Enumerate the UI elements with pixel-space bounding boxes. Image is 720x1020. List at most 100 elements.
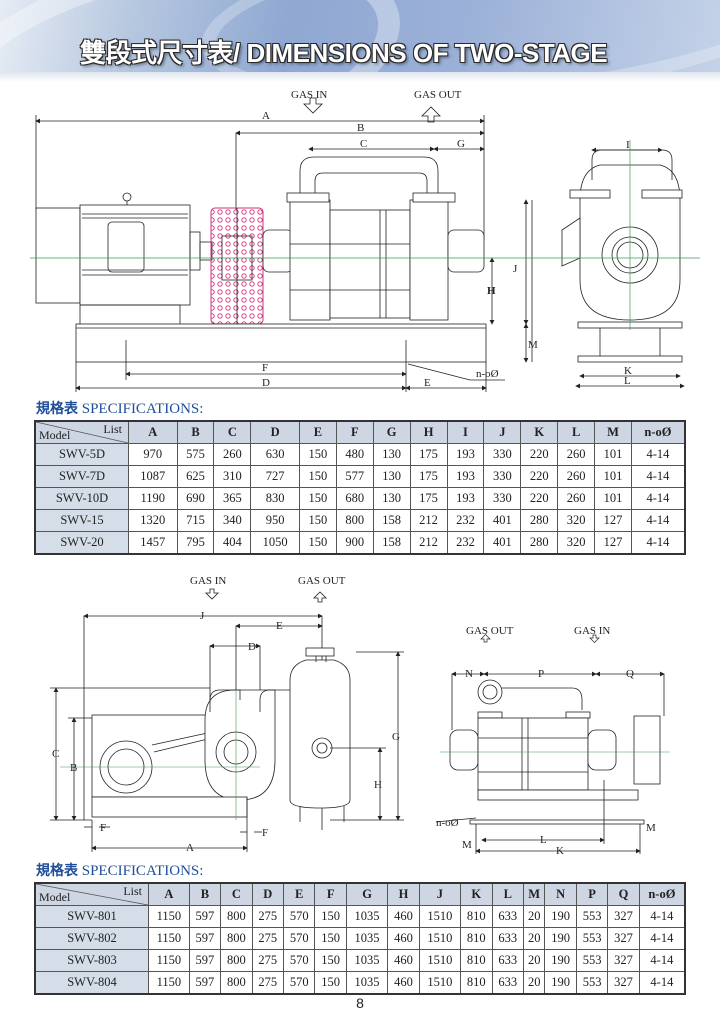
model-cell: SWV-20 xyxy=(34,531,129,555)
column-header-d: D xyxy=(250,420,300,444)
value-cell: 275 xyxy=(251,927,284,950)
column-header-j: J xyxy=(483,420,522,444)
value-cell: 1150 xyxy=(148,905,190,928)
model-cell: SWV-802 xyxy=(34,927,149,950)
gas-out-label: GAS OUT xyxy=(414,89,462,101)
value-cell: 190 xyxy=(544,971,577,995)
value-cell: 232 xyxy=(446,509,485,532)
gas-out-arrow-icon xyxy=(313,591,327,603)
column-header-k: K xyxy=(520,420,559,444)
value-cell: 800 xyxy=(335,509,374,532)
value-cell: 553 xyxy=(575,949,609,972)
value-cell: 127 xyxy=(594,509,632,532)
value-cell: 212 xyxy=(409,509,448,532)
value-cell: 570 xyxy=(282,905,316,928)
gas-in-arrow-icon xyxy=(303,97,323,114)
column-header-n: N xyxy=(544,882,577,906)
value-cell: 1190 xyxy=(128,487,178,510)
column-header-j: J xyxy=(418,882,462,906)
value-cell: 150 xyxy=(314,927,347,950)
diagonal-divider xyxy=(36,884,148,905)
column-header-n-o-: n-oØ xyxy=(630,420,686,444)
value-cell: 1050 xyxy=(250,531,300,555)
model-cell: SWV-10D xyxy=(34,487,129,510)
drawing-two-stage-800-series: GAS IN GAS OUT J E D C B G H F F A GAS O… xyxy=(0,565,720,855)
pump-end-view xyxy=(561,149,683,363)
value-cell: 800 xyxy=(220,971,253,995)
dim-label-c: C xyxy=(360,138,367,150)
drawing-two-stage-d-series: GAS IN GAS OUT A B C G H J M F D E I K L… xyxy=(0,82,720,392)
separator-tank xyxy=(289,647,351,822)
dim-label-n: N xyxy=(465,668,473,680)
value-cell: 633 xyxy=(491,927,524,950)
value-cell: 327 xyxy=(607,905,640,928)
column-header-n-o-: n-oØ xyxy=(638,882,686,906)
pump-drawing xyxy=(262,156,485,321)
value-cell: 404 xyxy=(213,531,252,555)
coupling-guard xyxy=(210,207,264,325)
value-cell: 220 xyxy=(520,443,559,466)
column-header-e: E xyxy=(298,420,337,444)
value-cell: 20 xyxy=(522,905,546,928)
column-header-g: G xyxy=(372,420,411,444)
page-number: 8 xyxy=(356,995,364,1011)
value-cell: 1035 xyxy=(345,949,389,972)
dim-label-q: Q xyxy=(626,668,634,680)
dim-label-m-left: M xyxy=(462,839,472,851)
dim-label-k: K xyxy=(624,365,632,377)
spec-title-en: SPECIFICATIONS: xyxy=(81,863,204,879)
dim-label-l: L xyxy=(624,375,631,387)
value-cell: 130 xyxy=(372,487,411,510)
column-header-h: H xyxy=(409,420,448,444)
value-cell: 1087 xyxy=(128,465,178,488)
gas-in-label: GAS IN xyxy=(291,89,327,101)
page-title: 雙段式尺寸表/ DIMENSIONS OF TWO-STAGE xyxy=(80,38,608,68)
value-cell: 365 xyxy=(213,487,252,510)
value-cell: 795 xyxy=(176,531,215,555)
value-cell: 800 xyxy=(220,949,253,972)
value-cell: 320 xyxy=(557,509,596,532)
value-cell: 175 xyxy=(409,487,448,510)
gas-out-arrow-icon xyxy=(480,634,491,643)
value-cell: 401 xyxy=(483,531,522,555)
corner-header: List Model xyxy=(34,882,149,906)
dim-label-m: M xyxy=(528,339,538,351)
value-cell: 1035 xyxy=(345,905,389,928)
value-cell: 460 xyxy=(387,905,420,928)
value-cell: 175 xyxy=(409,443,448,466)
value-cell: 330 xyxy=(483,443,522,466)
value-cell: 1320 xyxy=(128,509,178,532)
dim-label-g: G xyxy=(392,731,400,743)
dim-label-j: J xyxy=(513,263,518,275)
dim-label-h: H xyxy=(374,779,382,791)
column-header-e: E xyxy=(282,882,316,906)
value-cell: 1150 xyxy=(148,971,190,995)
value-cell: 1150 xyxy=(148,949,190,972)
dim-label-j: J xyxy=(200,610,205,622)
dim-label-m-right: M xyxy=(646,822,656,834)
value-cell: 460 xyxy=(387,949,420,972)
value-cell: 4-14 xyxy=(638,905,686,928)
value-cell: 625 xyxy=(176,465,215,488)
value-cell: 480 xyxy=(335,443,374,466)
value-cell: 597 xyxy=(188,927,222,950)
value-cell: 690 xyxy=(176,487,215,510)
value-cell: 130 xyxy=(372,443,411,466)
corner-model-label: Model xyxy=(39,428,71,442)
value-cell: 20 xyxy=(522,949,546,972)
header-banner: 雙段式尺寸表/ DIMENSIONS OF TWO-STAGE xyxy=(0,0,720,72)
column-header-i: I xyxy=(446,420,485,444)
dim-label-g: G xyxy=(457,138,465,150)
value-cell: 150 xyxy=(314,905,347,928)
right-gas-out-label: GAS OUT xyxy=(466,625,514,637)
dim-label-b: B xyxy=(70,762,77,774)
corner-header: List Model xyxy=(34,420,129,444)
value-cell: 553 xyxy=(575,971,609,995)
dim-label-d: D xyxy=(262,377,270,389)
value-cell: 570 xyxy=(282,971,316,995)
